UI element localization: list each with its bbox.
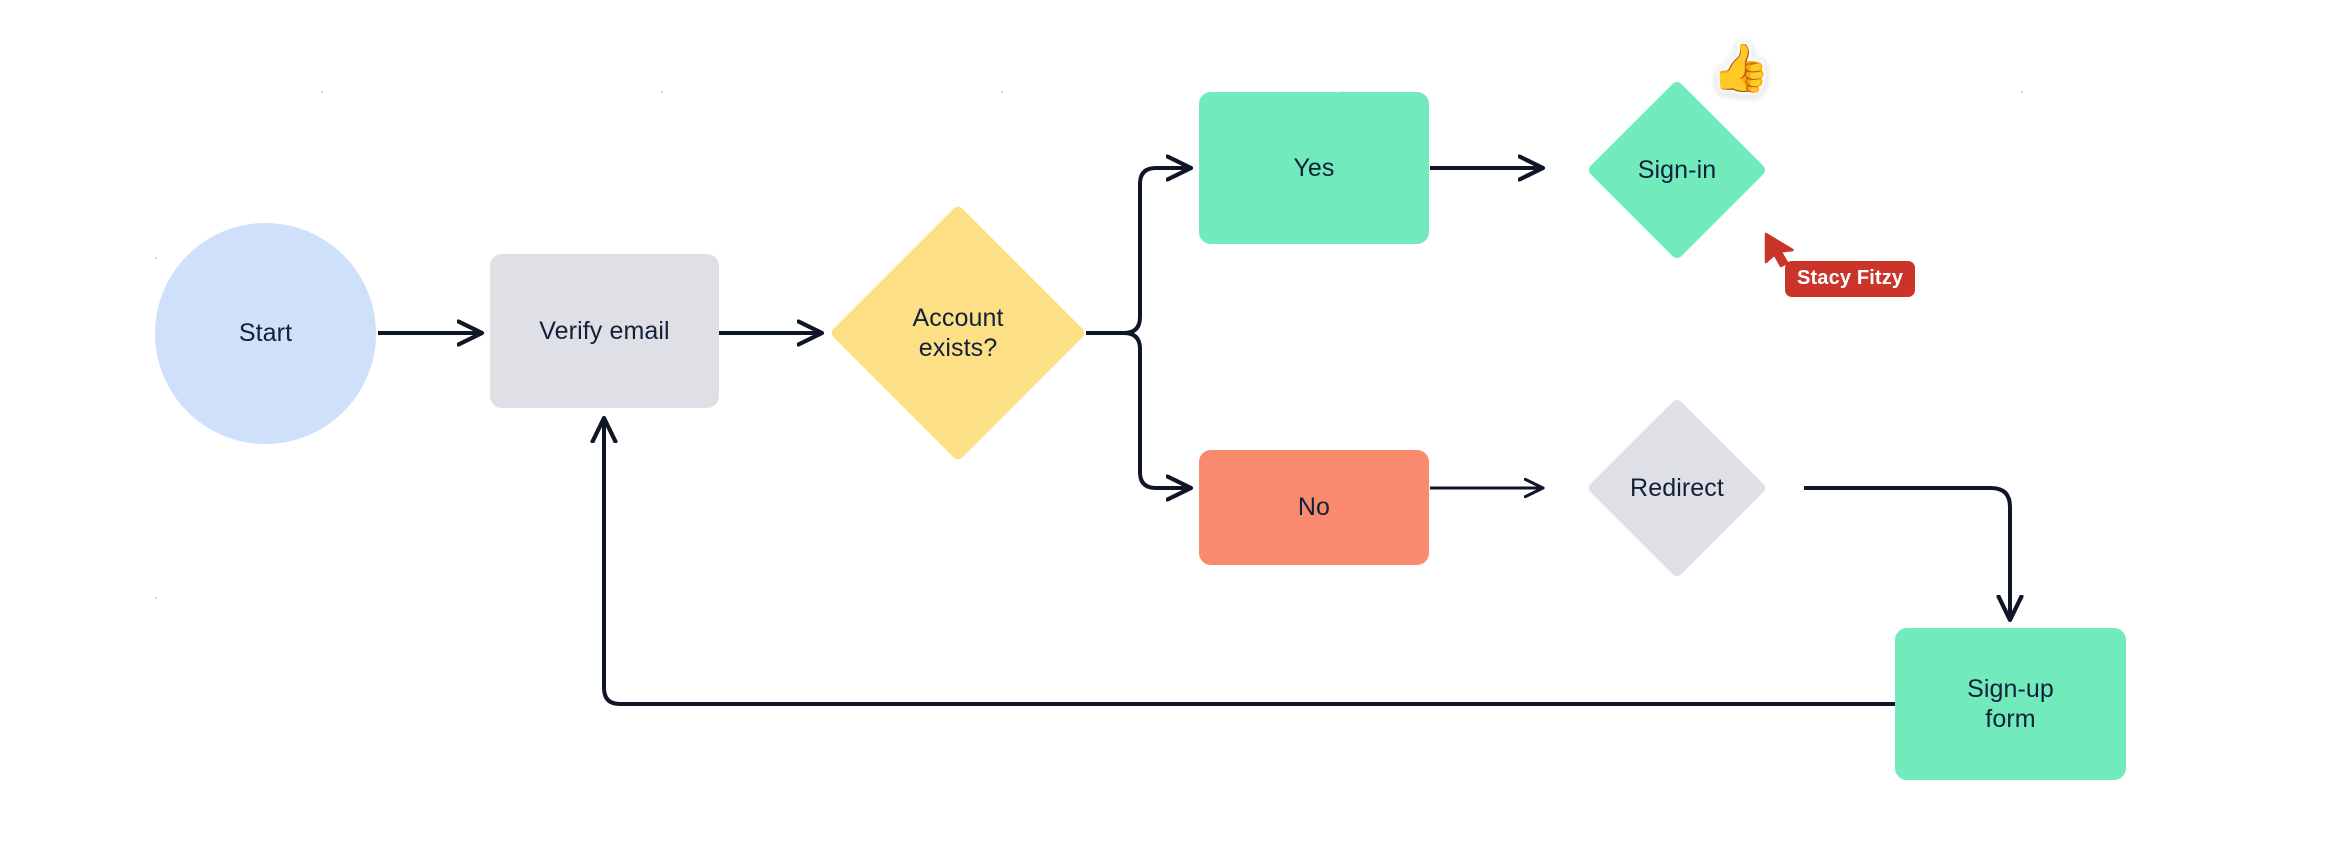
node-verify-email[interactable]: Verify email: [490, 254, 719, 408]
node-start-label: Start: [238, 319, 293, 348]
node-start[interactable]: Start: [155, 223, 376, 444]
node-account-exists[interactable]: Account exists?: [829, 204, 1087, 462]
edge-redirect-to-signup: [1804, 486, 2010, 620]
node-start-shape: [155, 223, 376, 444]
node-no[interactable]: No: [1199, 450, 1429, 565]
node-sign-up-form[interactable]: Sign-up form: [1895, 628, 2126, 780]
edge-account-to-no: [1086, 331, 1191, 488]
node-redirect-label: Redirect: [1630, 473, 1724, 502]
edge-account-to-yes: [1086, 168, 1191, 335]
node-sign-in[interactable]: Sign-in: [1586, 79, 1768, 261]
node-account-exists-label: Account exists?: [912, 303, 1004, 363]
node-verify-email-shape: [490, 254, 719, 408]
node-no-label: No: [1297, 493, 1331, 522]
node-verify-email-label: Verify email: [539, 316, 670, 345]
node-sign-up-form-shape: [1895, 628, 2126, 780]
node-yes[interactable]: Yes: [1199, 92, 1429, 244]
node-no-shape: [1199, 450, 1429, 565]
node-sign-up-form-label: Sign-up form: [1967, 674, 2054, 734]
node-sign-in-label: Sign-in: [1637, 155, 1717, 184]
node-redirect[interactable]: Redirect: [1586, 397, 1768, 579]
node-yes-shape: [1199, 92, 1429, 244]
thumbs-up-icon[interactable]: 👍: [1711, 40, 1771, 94]
cursor-pointer-icon: [1764, 232, 1794, 268]
node-yes-label: Yes: [1293, 153, 1335, 182]
cursor-name-label: Stacy Fitzy: [1785, 261, 1916, 297]
